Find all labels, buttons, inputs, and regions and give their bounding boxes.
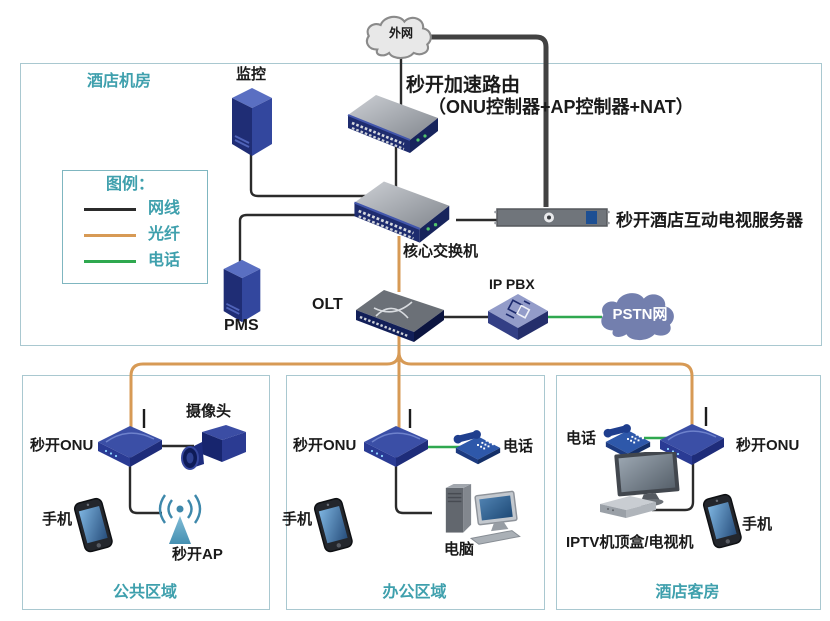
- wire-onu3-to-stb: [652, 452, 695, 512]
- iptv-device: [600, 449, 686, 529]
- zone-guestroom-box: [556, 375, 821, 610]
- camera-icon: [181, 425, 246, 470]
- ippbx-label: IP PBX: [489, 276, 535, 292]
- telephone-icon: [453, 430, 501, 465]
- wire-onu2-to-pc: [394, 456, 432, 515]
- iptv-label: IPTV机顶盒/电视机: [566, 534, 694, 551]
- zone2-mobile-device: [309, 494, 359, 560]
- legend-network-cable-swatch: [84, 208, 136, 211]
- zone1-mobile-device: [69, 494, 119, 560]
- core-switch-device: [346, 178, 464, 249]
- machine-room-box: [20, 63, 822, 346]
- tower-server-icon: [223, 259, 261, 323]
- accel-router-device: [340, 92, 452, 159]
- cloud-icon: [365, 15, 432, 60]
- cloud-icon: [601, 293, 674, 341]
- zone2-telephone-label: 电话: [503, 438, 534, 455]
- internet-cloud-label: 外网: [388, 26, 413, 40]
- accel-router-sublabel: （ONU控制器+AP控制器+NAT）: [428, 97, 694, 117]
- ap-device: [152, 494, 208, 553]
- zone1-title: 公共区域: [112, 584, 177, 601]
- wire-internet-to-tvserver: [428, 34, 549, 207]
- zone2-title: 办公区域: [382, 584, 447, 601]
- legend-optical-fiber-label: 光纤: [148, 226, 181, 243]
- pstn-cloud: [594, 288, 686, 347]
- desktop-pc-icon: [445, 483, 521, 545]
- zone2-mobile-label: 手机: [282, 511, 313, 528]
- smartphone-icon: [73, 497, 113, 553]
- legend-telephone-swatch: [84, 260, 136, 263]
- machine-room-title: 酒店机房: [87, 73, 152, 90]
- monitor-server-device: [226, 86, 278, 163]
- zone2-onu-device: [360, 406, 432, 475]
- wire-branch-right: [397, 351, 694, 432]
- ap-label: 秒开AP: [172, 546, 223, 563]
- onu-router-icon: [364, 409, 428, 467]
- wifi-ap-icon: [158, 494, 202, 544]
- pstn-label: PSTN网: [612, 306, 668, 323]
- olt-label: OLT: [312, 296, 343, 313]
- camera-label: 摄像头: [186, 403, 232, 420]
- pms-server-device: [216, 258, 268, 329]
- zone3-onu-label: 秒开ONU: [736, 437, 800, 454]
- onu-router-icon: [660, 407, 724, 465]
- wire-branch-left: [129, 351, 401, 434]
- monitor-label: 监控: [236, 66, 267, 83]
- smartphone-icon: [702, 493, 742, 549]
- wire-onu1-to-ap: [128, 456, 162, 515]
- zone3-mobile-device: [697, 490, 749, 557]
- rack-switch-icon: [347, 95, 438, 153]
- zone2-onu-label: 秒开ONU: [293, 437, 357, 454]
- legend-box: [62, 170, 208, 284]
- core-switch-label: 核心交换机: [403, 243, 479, 260]
- legend-optical-fiber-swatch: [84, 234, 136, 237]
- olt-device: [350, 284, 450, 349]
- rack-switch-icon: [354, 181, 450, 243]
- legend-telephone-label: 电话: [148, 252, 181, 269]
- onu-router-icon: [98, 409, 162, 467]
- internet-cloud: [362, 8, 440, 69]
- zone2-telephone-device: [452, 424, 504, 471]
- pms-label: PMS: [224, 317, 259, 334]
- wire-monitor-to-switch: [249, 154, 374, 198]
- olt-switch-icon: [356, 290, 444, 342]
- accel-router-label: 秒开加速路由: [406, 75, 521, 96]
- zone3-onu-device: [656, 404, 728, 473]
- legend-title: 图例：: [106, 176, 155, 193]
- zone1-onu-label: 秒开ONU: [30, 437, 94, 454]
- ippbx-device: [486, 292, 550, 347]
- smartphone-icon: [313, 497, 353, 553]
- tv-settopbox-icon: [600, 449, 680, 518]
- zone-public-box: [22, 375, 270, 610]
- pc-device: [425, 482, 525, 557]
- rack-server-icon: [494, 208, 610, 227]
- zone3-telephone-label: 电话: [566, 430, 597, 447]
- zone3-title: 酒店客房: [655, 584, 720, 601]
- tower-server-icon: [232, 88, 272, 156]
- tv-server-device: [494, 207, 610, 234]
- ippbx-icon: [488, 294, 548, 340]
- legend-network-cable-label: 网线: [148, 200, 181, 217]
- zone1-onu-device: [94, 406, 166, 475]
- pc-label: 电脑: [444, 541, 475, 558]
- camera-device: [178, 424, 248, 485]
- zone-office-box: [286, 375, 545, 610]
- zone1-mobile-label: 手机: [42, 511, 73, 528]
- tv-server-label: 秒开酒店互动电视服务器: [616, 211, 803, 230]
- zone3-mobile-label: 手机: [742, 516, 773, 533]
- wire-pms-to-switch: [238, 213, 374, 263]
